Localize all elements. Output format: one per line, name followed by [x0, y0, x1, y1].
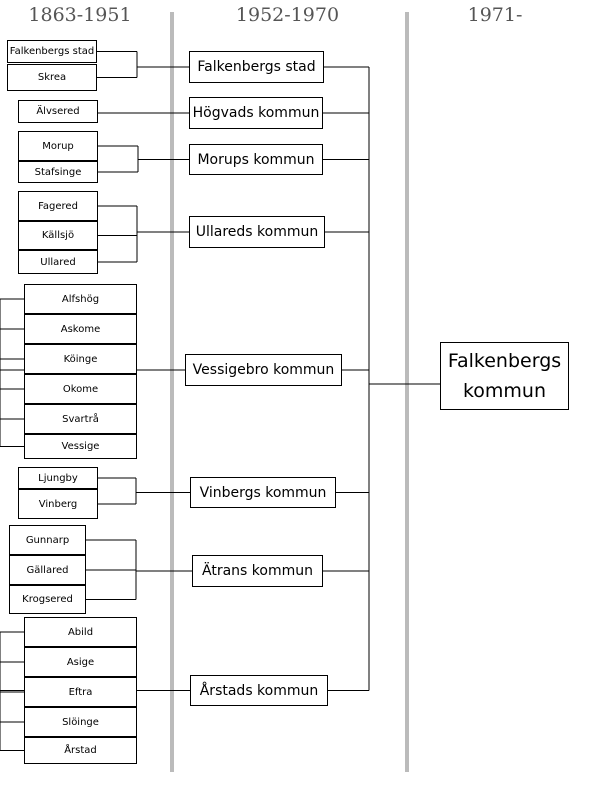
parish-box: Skrea: [7, 64, 97, 91]
municipality-box: Falkenbergs stad: [189, 51, 324, 83]
municipality-box: Morups kommun: [189, 144, 323, 175]
final-municipality-box: Falkenbergs kommun: [440, 342, 569, 410]
period-heading-1971: 1971-: [467, 4, 523, 26]
parish-box: Källsjö: [18, 221, 98, 250]
municipality-box: Årstads kommun: [190, 675, 328, 706]
parish-box: Köinge: [24, 344, 137, 374]
parish-box: Stafsinge: [18, 161, 98, 183]
parish-box: Abild: [24, 617, 137, 647]
parish-box: Asige: [24, 647, 137, 677]
parish-box: Slöinge: [24, 707, 137, 737]
municipality-box: Vessigebro kommun: [185, 354, 342, 386]
parish-box: Gällared: [9, 555, 86, 585]
parish-box: Alfshög: [24, 284, 137, 314]
period-heading-1863-1951: 1863-1951: [28, 4, 132, 26]
parish-box: Vessige: [24, 434, 137, 459]
municipality-box: Vinbergs kommun: [190, 477, 336, 508]
municipality-box: Ullareds kommun: [189, 216, 325, 248]
final-name-line1: Falkenbergs: [447, 350, 562, 372]
parish-box: Morup: [18, 131, 98, 161]
parish-box: Gunnarp: [9, 525, 86, 555]
parish-box: Falkenbergs stad: [7, 40, 97, 63]
final-name-line2: kommun: [462, 380, 547, 402]
parish-box: Vinberg: [18, 489, 98, 519]
municipality-box: Ätrans kommun: [192, 555, 323, 587]
parish-box: Askome: [24, 314, 137, 344]
parish-box: Älvsered: [18, 100, 98, 123]
parish-box: Årstad: [24, 737, 137, 764]
parish-box: Ljungby: [18, 467, 98, 489]
period-divider-1: [170, 12, 174, 772]
municipality-box: Högvads kommun: [189, 97, 323, 129]
parish-box: Okome: [24, 374, 137, 404]
parish-box: Fagered: [18, 191, 98, 221]
period-heading-1952-1970: 1952-1970: [235, 4, 340, 26]
parish-box: Ullared: [18, 250, 98, 274]
parish-box: Svartrå: [24, 404, 137, 434]
parish-box: Eftra: [24, 677, 137, 707]
parish-box: Krogsered: [9, 585, 86, 614]
period-divider-2: [405, 12, 409, 772]
